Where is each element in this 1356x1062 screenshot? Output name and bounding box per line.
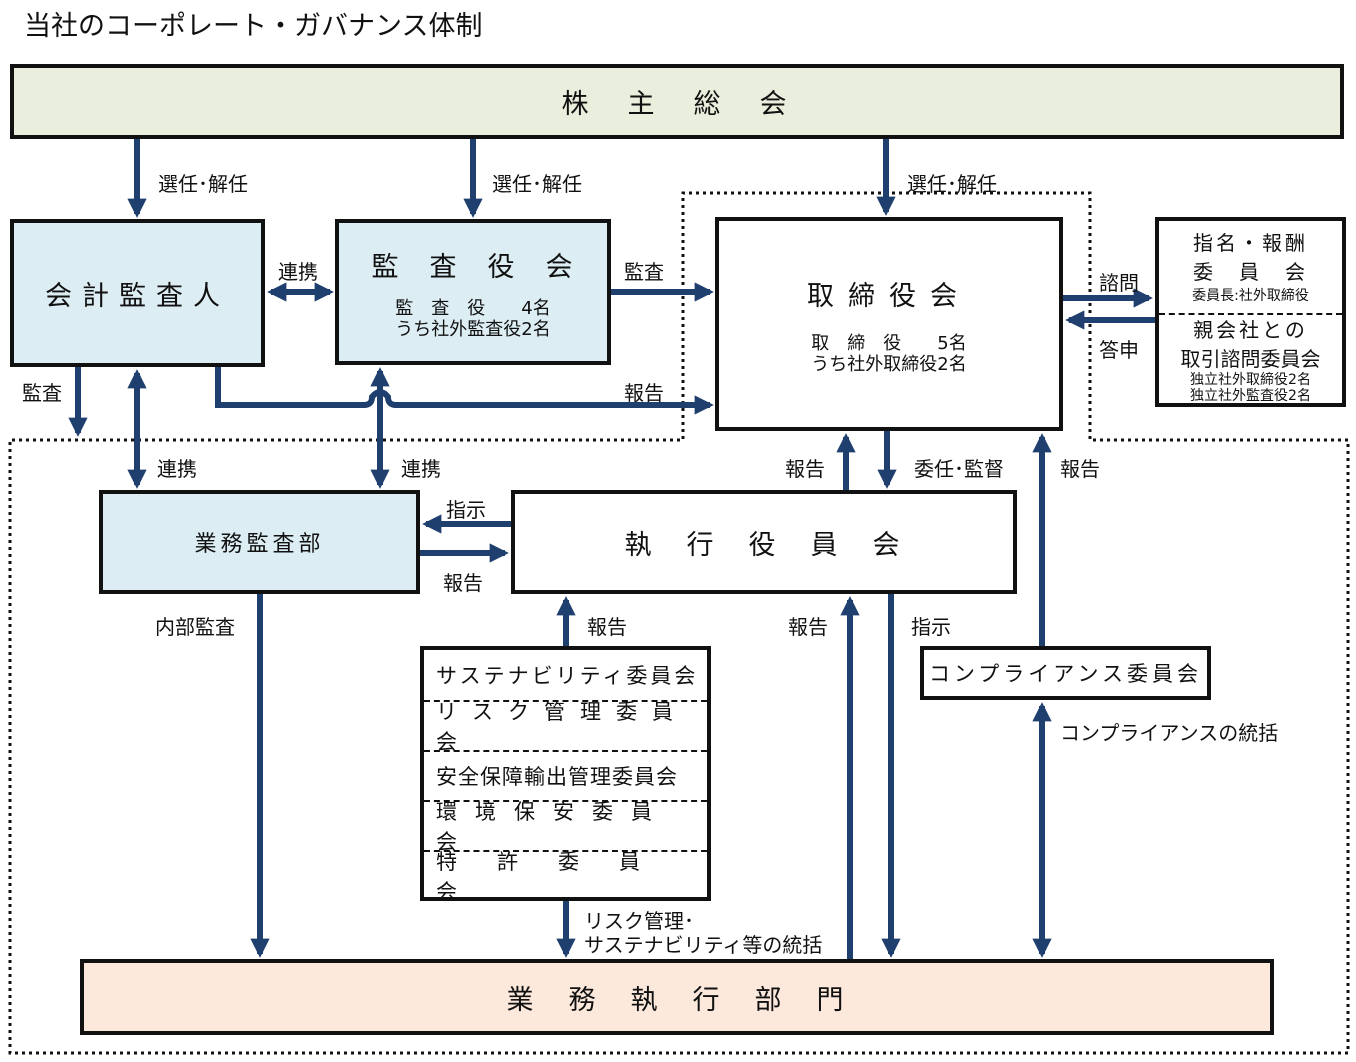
internal-audit-box: 業務監査部 (99, 490, 420, 594)
business-operations-box: 業 務 執 行 部 門 (80, 959, 1274, 1035)
board-of-directors-box: 取締役会 取 締 役 5名 うち社外取締役2名 (715, 217, 1063, 431)
audit-board-members: 監 査 役 4名 (395, 297, 551, 319)
board-title: 取締役会 (807, 280, 971, 312)
elect-label-1: 選任･解任 (158, 172, 248, 196)
parent-line1: 親会社との (1193, 318, 1308, 342)
export-control-committee: 安全保障輸出管理委員会 (424, 750, 707, 800)
parent-line2: 取引諮問委員会 (1180, 347, 1321, 371)
accounting-auditor-box: 会計監査人 (10, 219, 265, 367)
executive-committee-box: 執 行 役 員 会 (511, 490, 1017, 594)
audit-board-box: 監 査 役 会 監 査 役 4名 うち社外監査役2名 (335, 219, 611, 365)
audit-label-1: 監査 (624, 260, 664, 284)
answer-label: 答申 (1099, 338, 1139, 362)
sustainability-committee: サステナビリティ委員会 (436, 664, 699, 688)
nomination-line2: 委 員 会 (1193, 260, 1308, 284)
internal-audit-arrow-label: 内部監査 (155, 615, 235, 639)
risk-oversight-label-1: リスク管理･ (584, 909, 694, 933)
renkei-label-2: 連携 (157, 457, 197, 481)
consult-label: 諮問 (1099, 271, 1139, 295)
report-label-2: 報告 (785, 457, 825, 481)
compliance-oversight-label: コンプライアンスの統括 (1060, 721, 1279, 745)
report-label-6: 報告 (788, 615, 828, 639)
compliance-committee-box: コンプライアンス委員会 (920, 646, 1211, 700)
shareholders-meeting-label: 株 主 総 会 (561, 89, 793, 120)
audit-label-2: 監査 (22, 381, 62, 405)
internal-audit-label: 業務監査部 (194, 532, 325, 557)
delegate-label: 委任･監督 (914, 457, 1004, 481)
shareholders-meeting-box: 株 主 総 会 (10, 64, 1344, 139)
risk-oversight-label-2: サステナビリティ等の統括 (584, 933, 823, 957)
patent-committee: 特許委員会 (424, 850, 707, 904)
committees-stack: サステナビリティ委員会 リスク管理委員会 安全保障輸出管理委員会 環境保安委員会… (420, 646, 711, 904)
executive-committee-label: 執 行 役 員 会 (624, 529, 904, 561)
report-label-3: 報告 (1060, 457, 1100, 481)
page-title: 当社のコーポレート・ガバナンス体制 (24, 11, 483, 42)
business-operations-label: 業 務 執 行 部 門 (506, 984, 848, 1016)
report-label-1: 報告 (624, 381, 664, 405)
parent-line4: 独立社外監査役2名 (1190, 388, 1311, 404)
audit-board-outside: うち社外監査役2名 (395, 318, 551, 340)
auditor-report-to-board-arrow (215, 367, 714, 415)
environment-safety-committee: 環境保安委員会 (424, 800, 707, 854)
report-label-5: 報告 (587, 615, 627, 639)
compliance-committee-label: コンプライアンス委員会 (928, 662, 1203, 686)
risk-management-committee: リスク管理委員会 (424, 700, 707, 754)
parent-transaction-committee: 親会社との 取引諮問委員会 独立社外取締役2名 独立社外監査役2名 (1159, 315, 1342, 404)
elect-label-2: 選任･解任 (492, 172, 582, 196)
board-outside: うち社外取締役2名 (811, 353, 967, 375)
nomination-committee: 指名・報酬 委 員 会 委員長:社外取締役 (1159, 221, 1342, 311)
audit-board-title: 監 査 役 会 (371, 251, 575, 283)
committee-divider (1159, 313, 1342, 315)
instruct-label-2: 指示 (911, 615, 951, 639)
advisory-committees-box: 指名・報酬 委 員 会 委員長:社外取締役 親会社との 取引諮問委員会 独立社外… (1155, 217, 1346, 407)
nomination-chair: 委員長:社外取締役 (1192, 288, 1309, 304)
board-members: 取 締 役 5名 (811, 332, 967, 354)
elect-label-3: 選任･解任 (907, 172, 997, 196)
renkei-label-1: 連携 (278, 260, 318, 284)
renkei-label-3: 連携 (401, 457, 441, 481)
report-label-4: 報告 (443, 571, 483, 595)
parent-line3: 独立社外取締役2名 (1190, 372, 1311, 388)
accounting-auditor-label: 会計監査人 (45, 280, 230, 312)
instruct-label-1: 指示 (446, 498, 486, 522)
nomination-line1: 指名・報酬 (1193, 231, 1308, 255)
